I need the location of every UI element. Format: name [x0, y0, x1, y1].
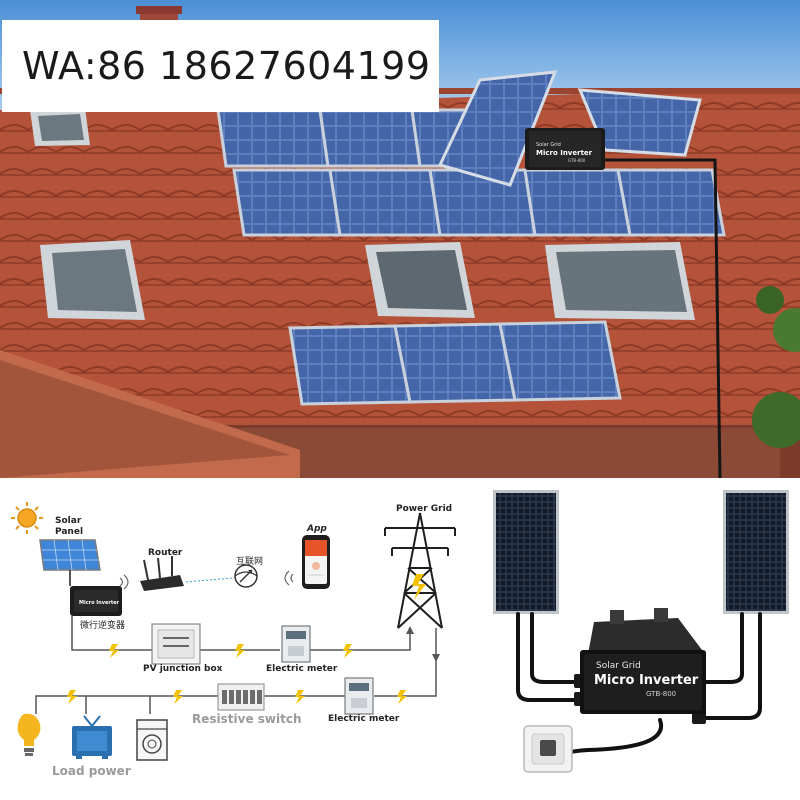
label-resistive-switch: Resistive switch [192, 712, 302, 726]
internet-globe-icon [234, 564, 258, 588]
lightning-icon [412, 574, 426, 600]
micro-inverter-device: Solar Grid Micro Inverter GTB-800 [580, 608, 706, 714]
product-solar-panel-left [493, 490, 559, 614]
product-model: GTB-800 [646, 690, 676, 698]
label-power-grid: Power Grid [396, 504, 453, 514]
contact-banner: WA:86 18627604199 [2, 20, 439, 112]
electric-meter-icon [344, 677, 374, 715]
product-name: Micro Inverter [594, 673, 699, 688]
light-bulb-icon [17, 713, 41, 756]
system-wiring-diagram: Micro Inverter [0, 478, 470, 800]
skylight [30, 108, 90, 146]
router-icon [140, 556, 184, 591]
micro-inverter-product-photo: Solar Grid Micro Inverter GTB-800 [470, 478, 800, 800]
skylight [40, 240, 145, 320]
label-electric-meter-2: Electric meter [328, 714, 400, 724]
skylight [365, 242, 475, 318]
television-icon [72, 715, 112, 759]
pv-junction-box-icon [151, 623, 201, 665]
product-solar-panel-right [723, 490, 789, 614]
wiring-lines: Micro Inverter [11, 502, 456, 761]
rooftop-illustration: Solar Grid Micro Inverter GTB-800 [0, 0, 800, 478]
electric-meter-icon [281, 625, 311, 663]
wall-socket-icon [523, 725, 573, 773]
roof-inverter-model: GTB-800 [568, 158, 586, 163]
solar-panel-array-upper [216, 70, 726, 237]
washing-machine-icon [136, 719, 168, 761]
sun-icon [11, 502, 43, 534]
label-pv-junction-box: PV junction box [143, 664, 223, 674]
label-router: Router [148, 548, 183, 558]
label-internet: 互联网 [236, 557, 264, 567]
label-micro-inverter-cn: 微行逆变器 [80, 621, 126, 631]
product-illustration: Solar Grid Micro Inverter GTB-800 [493, 490, 789, 773]
solar-panel-small-icon [39, 539, 101, 586]
rooftop-photo: Solar Grid Micro Inverter GTB-800 WA:86 … [0, 0, 800, 478]
micro-inverter-small-icon: Micro Inverter [70, 574, 129, 616]
roof-inverter-brand: Solar Grid [536, 142, 561, 148]
contact-phone-text: WA:86 18627604199 [22, 44, 431, 88]
label-electric-meter-1: Electric meter [266, 664, 338, 674]
solar-panel-array-lower [288, 320, 622, 406]
phone-app-icon [284, 535, 330, 589]
label-app: App [307, 524, 327, 534]
power-grid-tower-icon [384, 512, 456, 629]
resistive-switch-icon [217, 683, 265, 711]
skylight [545, 242, 695, 320]
label-load-power: Load power [52, 764, 131, 778]
label-solar-panel: Solar Panel [55, 516, 84, 537]
product-brand: Solar Grid [596, 661, 641, 671]
svg-text:Micro Inverter: Micro Inverter [79, 600, 120, 606]
roof-inverter-name: Micro Inverter [536, 149, 593, 157]
roof-micro-inverter: Solar Grid Micro Inverter GTB-800 [525, 128, 605, 170]
current-spark-markers [67, 644, 407, 704]
